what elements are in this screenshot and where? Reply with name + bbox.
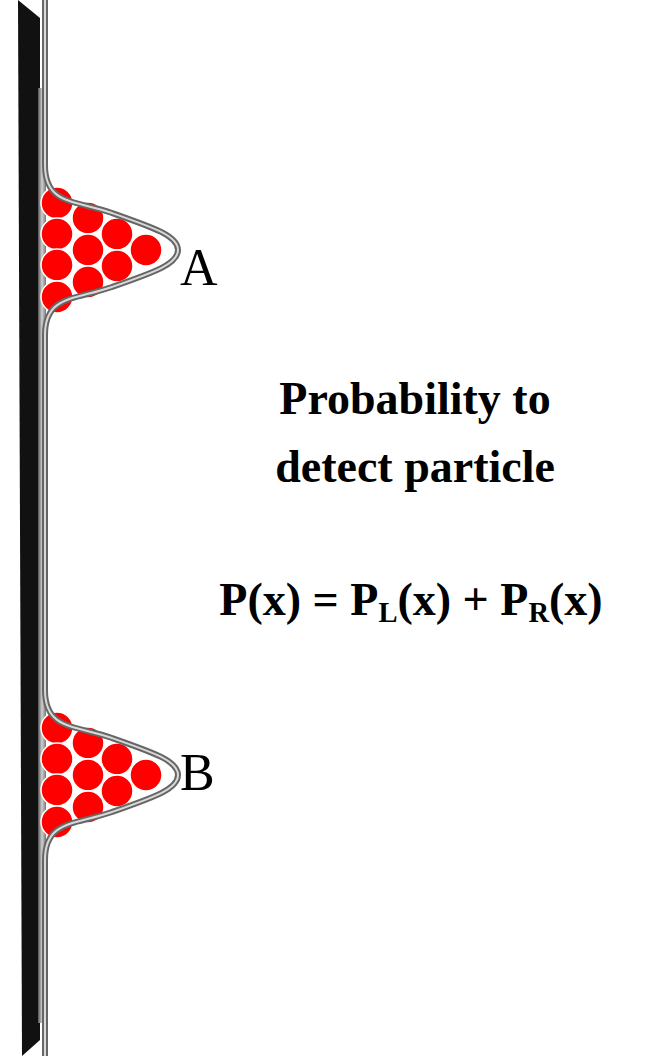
probability-curve-highlight	[45, 0, 178, 1056]
peak-label: B	[180, 745, 215, 801]
formula-text: P(x) = PL(x) + PR(x)	[219, 566, 602, 634]
probability-curve	[45, 0, 178, 1056]
red-particles-b	[41, 712, 162, 838]
red-particles-a	[41, 187, 162, 313]
description-text: Probability to detect particle	[245, 365, 585, 501]
detector-screen	[18, 0, 40, 1056]
peak-label: A	[180, 240, 218, 296]
